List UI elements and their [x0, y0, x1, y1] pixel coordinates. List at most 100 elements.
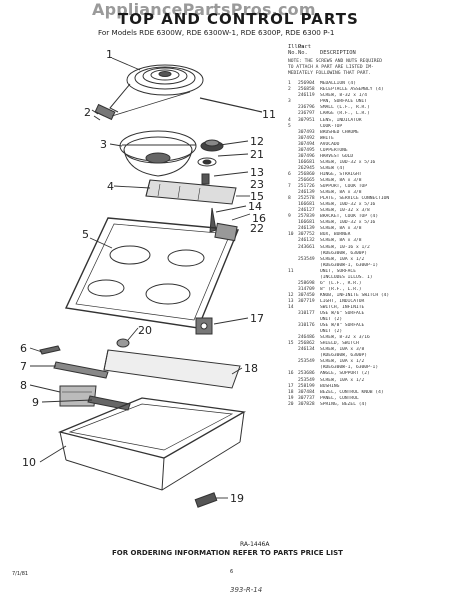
- parts-part-no: 310177: [298, 311, 315, 317]
- parts-part-no: 256858: [298, 87, 315, 93]
- parts-description: UNIT (2): [320, 329, 343, 335]
- parts-description: BRUSHED CHROME: [320, 129, 359, 135]
- parts-description: PAN, SURFACE UNIT: [320, 99, 368, 105]
- header-illus-no: No.: [288, 50, 298, 57]
- callout-7: 7: [20, 360, 27, 373]
- callout-14: 14: [248, 200, 262, 213]
- parts-illus-no: 1: [288, 81, 291, 87]
- parts-list-header: Illus. Part: [288, 44, 470, 50]
- drip-pan-illustration: [119, 130, 197, 177]
- parts-description: SPRING, BEZEL (4): [320, 401, 368, 407]
- parts-illus-no: 15: [288, 341, 294, 347]
- callout-22: 22: [250, 222, 264, 235]
- parts-description: SCREW, 8-32 x 3/16: [320, 335, 370, 341]
- parts-description: USE W/8" SURFACE: [320, 323, 365, 329]
- parts-description: (RDE6300W, 6300P): [320, 250, 368, 256]
- parts-part-no: 307494: [298, 141, 315, 147]
- parts-illus-no: 10: [288, 232, 294, 238]
- models-subtitle: For Models RDE 6300W, RDE 6300W-1, RDE 6…: [98, 28, 335, 37]
- parts-row: (RDE6300W, 6300P): [288, 353, 470, 359]
- parts-part-no: 243661: [298, 244, 315, 250]
- burner-box-illustration: [57, 397, 246, 491]
- parts-part-no: 256860: [298, 171, 315, 177]
- parts-part-no: 253686: [298, 371, 315, 377]
- parts-part-no: 246139: [298, 226, 315, 232]
- parts-description: 6" (L.F., R.R.): [320, 280, 362, 286]
- watermark: AppliancePartsPros.com: [92, 0, 316, 19]
- parts-part-no: 246139: [298, 190, 315, 196]
- callout-5: 5: [82, 228, 89, 241]
- parts-part-no: 307484: [298, 389, 315, 395]
- parts-description: 8" (R.F., L.R.): [320, 286, 362, 292]
- callout-1: 1: [106, 48, 113, 61]
- parts-part-no: 314709: [298, 286, 315, 292]
- callout-19: 19: [230, 492, 244, 505]
- parts-row: UNIT (2): [288, 329, 470, 335]
- parts-illus-no: 5: [288, 123, 291, 129]
- callout-10: 10: [22, 456, 36, 469]
- parts-part-no: 307951: [298, 117, 315, 123]
- parts-description: SCREW, 10A x 1/2: [320, 256, 365, 262]
- parts-description: PLATE, SERVICE CONNECTION: [320, 196, 390, 202]
- parts-description: (RDE6300W-1, 6300P-1): [320, 262, 379, 268]
- parts-part-no: 307450: [298, 292, 315, 298]
- parts-illus-no: 4: [288, 117, 291, 123]
- parts-illus-no: 12: [288, 292, 294, 298]
- parts-illus-no: 16: [288, 371, 294, 377]
- header-part-no: No.: [298, 50, 308, 57]
- parts-row: 246486 SCREW, 8-32 x 3/16: [288, 335, 470, 341]
- parts-part-no: 166681: [298, 220, 315, 226]
- parts-description: KNOB, INFINITE SWITCH (4): [320, 292, 390, 298]
- parts-description: SCREW, 10-32 x 3/8: [320, 208, 370, 214]
- parts-row: 246139 SCREW, 8A x 3/8: [288, 190, 470, 196]
- date-code: 7/1/81: [12, 571, 29, 577]
- parts-part-no: 307828: [298, 401, 315, 407]
- parts-description: COPPERTONE: [320, 147, 348, 153]
- parts-part-no: 257839: [298, 214, 315, 220]
- parts-description: SCREW, 10D-32 x 5/16: [320, 202, 376, 208]
- parts-part-no: 246134: [298, 347, 315, 353]
- parts-part-no: 307493: [298, 129, 315, 135]
- parts-illus-no: 14: [288, 304, 294, 310]
- parts-row: 314709 8" (R.F., L.R.): [288, 287, 470, 293]
- callout-9: 9: [32, 396, 39, 409]
- parts-description: AVOCADO: [320, 141, 340, 147]
- parts-description: SCREW, 8A x 3/8: [320, 238, 362, 244]
- page-number: 6: [230, 569, 234, 575]
- parts-part-no: 253549: [298, 377, 315, 383]
- callout-21: 21: [250, 148, 264, 161]
- handwritten-reference: 393-R-14: [230, 586, 263, 594]
- parts-part-no: 166681: [298, 159, 315, 165]
- parts-description: UNIT (2): [320, 317, 343, 323]
- parts-part-no: 246486: [298, 335, 315, 341]
- parts-part-no: 307719: [298, 298, 315, 304]
- parts-part-no: 307495: [298, 147, 315, 153]
- parts-description: SCREW, 10D-32 x 5/16: [320, 220, 376, 226]
- parts-part-no: 236797: [298, 111, 315, 117]
- parts-description: HINGE, STRAIGHT: [320, 171, 362, 177]
- parts-description: SCREW, 8A x 3/8: [320, 190, 362, 196]
- parts-description: HARVEST GOLD: [320, 153, 354, 159]
- parts-description: BEZEL, CONTROL KNOB (4): [320, 389, 384, 395]
- header-description: DESCRIPTION: [320, 50, 356, 57]
- parts-description: COOK-TOP: [320, 123, 343, 129]
- parts-row: (RDE6300W-1, 6300P-1): [288, 365, 470, 371]
- parts-illus-no: 2: [288, 87, 291, 93]
- parts-description: LARGE (R.F., L.R.): [320, 111, 370, 117]
- parts-illus-no: 9: [288, 214, 291, 220]
- parts-description: BRACKET, COOK TOP (4): [320, 214, 379, 220]
